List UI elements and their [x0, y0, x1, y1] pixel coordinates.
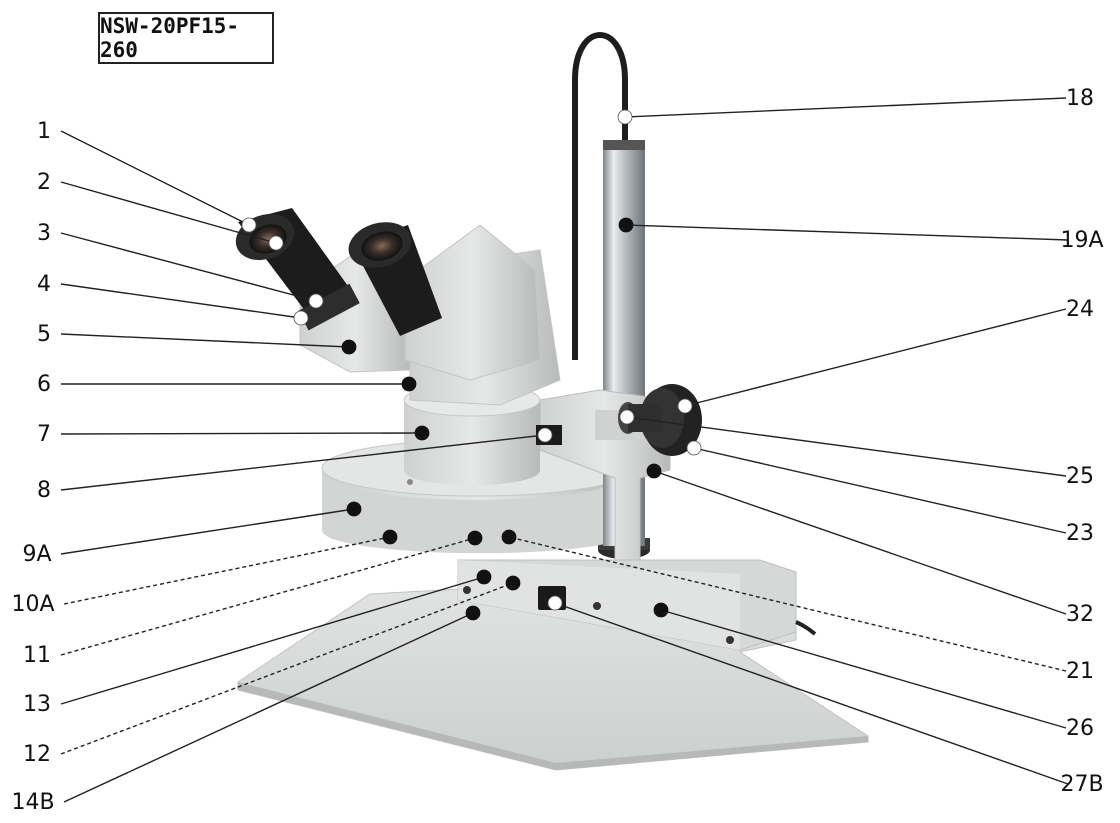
- callout-21: 21: [501, 529, 1094, 684]
- callouts-layer: 123456789A10A11131214B1819A2425233221262…: [11, 86, 1103, 815]
- callout-marker: [308, 293, 324, 309]
- leader-line: [693, 447, 1067, 534]
- callout-label: 26: [1066, 716, 1094, 741]
- leader-line: [60, 576, 485, 705]
- callout-marker: [501, 529, 517, 545]
- leader-line: [60, 283, 302, 319]
- callout-14B: 14B: [11, 605, 481, 815]
- callout-label: 18: [1066, 86, 1094, 111]
- callout-marker: [618, 217, 634, 233]
- callout-5: 5: [37, 322, 357, 355]
- callout-label: 25: [1066, 464, 1094, 489]
- leader-line: [684, 308, 1067, 407]
- callout-label: 1: [37, 119, 51, 144]
- callout-marker: [537, 427, 553, 443]
- leader-line: [60, 130, 250, 226]
- callout-marker: [476, 569, 492, 585]
- model-title: NSW-20PF15-260: [98, 12, 274, 64]
- callout-marker: [686, 440, 702, 456]
- callout-26: 26: [653, 602, 1094, 741]
- callout-marker: [346, 501, 362, 517]
- callout-32: 32: [646, 463, 1094, 627]
- callout-label: 23: [1066, 521, 1094, 546]
- callout-marker: [653, 602, 669, 618]
- callout-marker: [619, 409, 635, 425]
- leader-line: [63, 536, 391, 605]
- callout-12: 12: [23, 575, 521, 767]
- callout-label: 6: [37, 372, 51, 397]
- callout-label: 32: [1066, 602, 1094, 627]
- callout-9A: 9A: [22, 501, 362, 567]
- callout-25: 25: [619, 409, 1094, 489]
- callout-marker: [293, 310, 309, 326]
- callout-marker: [382, 529, 398, 545]
- leader-line: [60, 582, 514, 755]
- callout-19A: 19A: [618, 217, 1104, 253]
- callout-marker: [341, 339, 357, 355]
- callout-7: 7: [37, 422, 430, 447]
- callout-label: 11: [23, 643, 51, 668]
- callout-8: 8: [37, 427, 553, 503]
- callout-marker: [467, 530, 483, 546]
- leader-line: [60, 181, 277, 244]
- callout-label: 8: [37, 478, 51, 503]
- callout-marker: [241, 217, 257, 233]
- eyepiece-right: [348, 222, 442, 336]
- leader-line: [60, 232, 317, 302]
- callout-1: 1: [37, 119, 257, 233]
- callout-marker: [414, 425, 430, 441]
- callout-marker: [646, 463, 662, 479]
- leader-line: [660, 609, 1067, 729]
- callout-18: 18: [617, 86, 1094, 125]
- light-guide-cable: [572, 32, 628, 360]
- callout-label: 10A: [11, 592, 54, 617]
- callout-label: 13: [23, 692, 51, 717]
- leader-line: [60, 508, 355, 555]
- callout-label: 12: [23, 742, 51, 767]
- leader-line: [60, 537, 476, 656]
- leader-line: [60, 434, 546, 491]
- callout-marker: [617, 109, 633, 125]
- leader-line: [624, 97, 1067, 118]
- callout-2: 2: [37, 170, 284, 251]
- callout-label: 24: [1066, 297, 1094, 322]
- callout-label: 2: [37, 170, 51, 195]
- callout-label: 5: [37, 322, 51, 347]
- callout-13: 13: [23, 569, 492, 717]
- leader-line: [653, 470, 1067, 615]
- callout-label: 19A: [1060, 228, 1103, 253]
- callout-label: 21: [1066, 659, 1094, 684]
- leader-line: [626, 416, 1067, 477]
- leader-line: [508, 536, 1067, 672]
- callout-3: 3: [37, 221, 324, 309]
- callout-24: 24: [677, 297, 1094, 414]
- leader-line: [60, 432, 423, 435]
- callout-label: 27B: [1060, 772, 1103, 797]
- callout-label: 14B: [11, 790, 54, 815]
- callout-marker: [268, 235, 284, 251]
- callout-label: 9A: [22, 542, 51, 567]
- callout-marker: [465, 605, 481, 621]
- leader-line: [554, 602, 1069, 785]
- callout-marker: [547, 595, 563, 611]
- leader-line: [60, 333, 350, 348]
- callout-marker: [401, 376, 417, 392]
- callout-10A: 10A: [11, 529, 398, 617]
- callout-6: 6: [37, 372, 417, 397]
- callout-marker: [677, 398, 693, 414]
- callout-marker: [505, 575, 521, 591]
- leader-line: [625, 224, 1069, 241]
- callout-23: 23: [686, 440, 1094, 546]
- callout-label: 4: [37, 272, 51, 297]
- callout-label: 7: [37, 422, 51, 447]
- callout-4: 4: [37, 272, 309, 326]
- control-box: [457, 559, 817, 651]
- callout-11: 11: [23, 530, 483, 668]
- leader-line: [63, 612, 474, 803]
- callout-27B: 27B: [547, 595, 1104, 797]
- callout-label: 3: [37, 221, 51, 246]
